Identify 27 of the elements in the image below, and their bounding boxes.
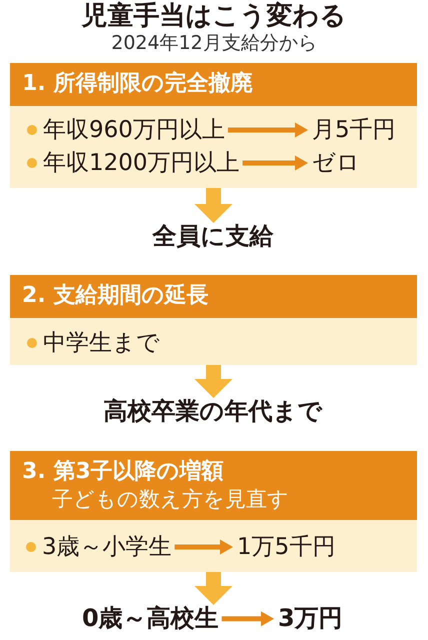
condition-text: 年収960万円以上 [43, 116, 225, 144]
section-title: 3. 第3子以降の増額 [22, 458, 224, 486]
outcome-text: 3万円 [278, 605, 343, 633]
section-panel [10, 451, 417, 572]
section-title: 1. 所得制限の完全撤廃 [22, 71, 252, 98]
arrow [174, 540, 233, 554]
condition-text: 3歳～小学生 [42, 534, 172, 560]
outcome-text: 全員に支給 [152, 223, 274, 251]
condition-text: 年収1200万円以上 [43, 150, 240, 176]
diagram-title: 児童手当はこう変わる [82, 2, 346, 32]
section-note: 子どもの数え方を見直す [51, 487, 289, 512]
down-arrow [194, 572, 232, 605]
outcome-text: 0歳～高校生 [82, 605, 219, 633]
down-arrow [194, 365, 232, 398]
outcome-text: 高校卒業の年代まで [104, 398, 322, 426]
arrow [228, 122, 308, 138]
subtitle: 2024年12月支給分から [111, 33, 317, 55]
arrow [242, 156, 308, 170]
amount-text: 1万5千円 [237, 534, 336, 560]
section-panel [10, 275, 417, 365]
section-title: 2. 支給期間の延長 [22, 283, 208, 310]
condition-text: 中学生まで [43, 330, 160, 356]
amount-text: ゼロ [312, 150, 360, 176]
amount-text: 月5千円 [312, 116, 396, 144]
down-arrow [194, 188, 232, 223]
arrow [222, 611, 274, 626]
section-panel [10, 63, 417, 188]
